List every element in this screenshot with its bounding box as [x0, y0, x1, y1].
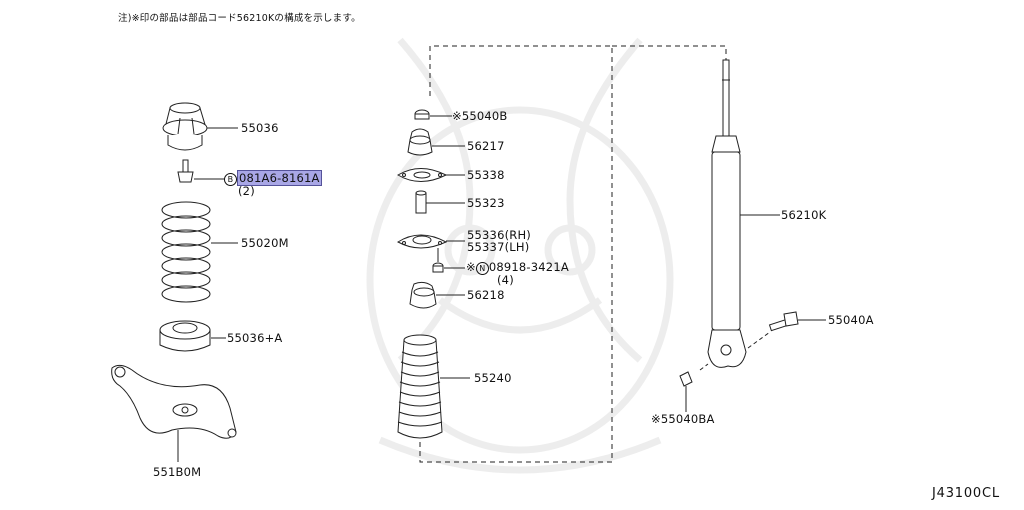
nut-55040B [414, 109, 430, 120]
coil-spring-55020M [161, 201, 211, 303]
upper-seat-55036 [162, 102, 208, 151]
label-56210K: 56210K [781, 208, 827, 222]
nut-08918 [432, 262, 444, 273]
label-55323: 55323 [467, 196, 505, 210]
mount-55336 [397, 234, 448, 249]
label-55020M: 55020M [241, 236, 289, 250]
label-55040A: 55040A [828, 313, 874, 327]
label-55036: 55036 [241, 121, 279, 135]
label-56218: 56218 [467, 288, 505, 302]
asterisk-icon: ※ [466, 260, 476, 274]
nut-55040BA [679, 371, 693, 387]
bolt-55040A [768, 311, 799, 332]
bump-stop-56218 [409, 281, 437, 309]
label-55040B: ※55040B [452, 110, 508, 123]
assembly-bracket-right [612, 45, 727, 62]
plate-55338 [397, 168, 448, 182]
circle-b-icon: B [224, 173, 237, 186]
asterisk-icon: ※ [651, 412, 661, 426]
bushing-56217 [407, 128, 433, 156]
label-55036A: 55036+A [227, 331, 283, 345]
watermark-emblem [366, 37, 674, 474]
label-55338: 55338 [467, 168, 505, 182]
note-text: 注)※印の部品は部品コード56210Kの構成を示します。 [118, 13, 361, 24]
qty-bolt: (2) [238, 184, 255, 198]
label-55240: 55240 [474, 371, 512, 385]
dash-55040BA [699, 363, 709, 371]
label-nut-code: 08918-3421A [488, 260, 569, 274]
lower-seat-55036A [159, 320, 211, 352]
label-55337: 55337(LH) [467, 240, 530, 254]
label-551B0M: 551B0M [153, 465, 202, 479]
asterisk-icon: ※ [452, 109, 462, 123]
collar-55323 [415, 190, 427, 214]
diagram-reference: J43100CL [932, 486, 1000, 501]
label-55040BA: ※55040BA [651, 413, 715, 426]
shock-absorber-56210K [707, 59, 747, 368]
part-link-081A6[interactable]: 081A6-8161A [237, 170, 322, 186]
label-55040B-text: 55040B [461, 109, 508, 123]
label-56217: 56217 [467, 139, 505, 153]
qty-nut: (4) [497, 273, 514, 287]
dust-boot-55240 [397, 334, 443, 439]
lower-arm-551B0M [111, 364, 237, 439]
dash-55040A [747, 331, 771, 349]
label-55040BA-text: 55040BA [660, 412, 715, 426]
label-55336: 55336(RH) [467, 228, 531, 242]
circle-n-icon: N [475, 262, 489, 275]
bolt-081A6 [177, 159, 194, 183]
